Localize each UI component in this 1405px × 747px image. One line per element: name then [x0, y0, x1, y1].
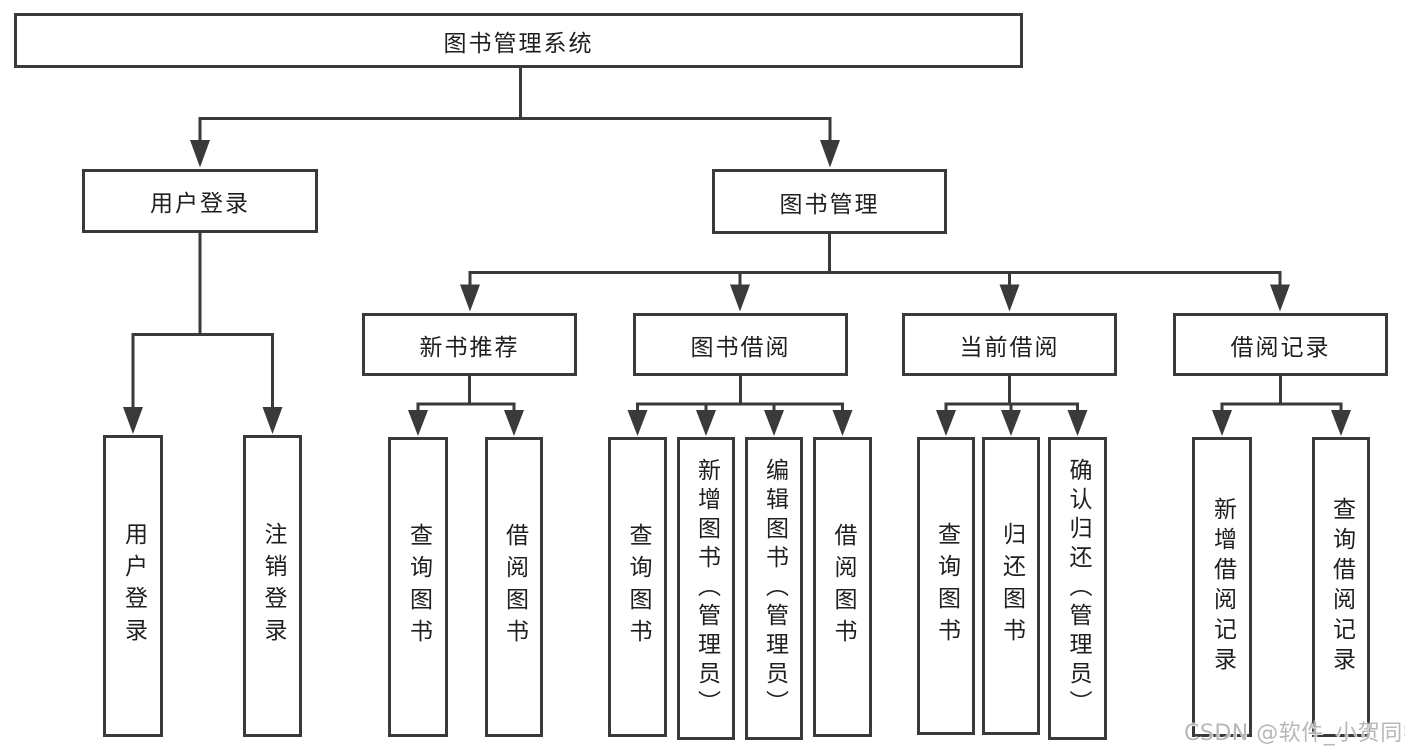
arrow-down-icon — [1212, 410, 1232, 436]
leaf-br-add: 新增借阅记录 — [1192, 437, 1252, 737]
arrow-down-icon — [460, 284, 480, 312]
node-book-borrow: 图书借阅 — [633, 313, 848, 376]
leaf-logout-label: 注销登录 — [260, 522, 286, 650]
leaf-bb-edit-label: 编辑图书（管理员） — [761, 458, 788, 719]
leaf-bb-query: 查询图书 — [608, 437, 667, 737]
leaf-cb-return: 归还图书 — [982, 437, 1040, 735]
leaf-user-login: 用户登录 — [103, 435, 163, 737]
arrow-down-icon — [627, 410, 648, 436]
leaf-nb-borrow: 借阅图书 — [485, 437, 543, 737]
connector-paths — [131, 65, 1343, 411]
arrowheads — [123, 140, 1351, 436]
arrow-down-icon — [764, 410, 784, 436]
node-user-login: 用户登录 — [82, 169, 318, 233]
arrow-down-icon — [1270, 284, 1290, 312]
leaf-cb-query: 查询图书 — [917, 437, 975, 735]
csdn-watermark: CSDN @软件_小贺同学 — [1184, 721, 1405, 746]
leaf-logout: 注销登录 — [243, 435, 302, 737]
arrow-down-icon — [832, 410, 853, 436]
arrow-down-icon — [504, 410, 524, 436]
leaf-br-query: 查询借阅记录 — [1312, 437, 1370, 737]
leaf-bb-borrow: 借阅图书 — [813, 437, 872, 737]
leaf-bb-add: 新增图书（管理员） — [677, 437, 735, 740]
arrow-down-icon — [820, 140, 840, 168]
arrow-down-icon — [123, 407, 143, 434]
arrow-down-icon — [1067, 410, 1088, 436]
node-new-book-rec-label: 新书推荐 — [419, 334, 520, 361]
leaf-bb-borrow-label: 借阅图书 — [830, 523, 856, 651]
leaf-cb-query-label: 查询图书 — [933, 522, 960, 650]
leaf-nb-query-label: 查询图书 — [405, 523, 432, 651]
leaf-cb-confirm: 确认归还（管理员） — [1048, 437, 1107, 740]
node-current-borrow-label: 当前借阅 — [959, 334, 1060, 361]
arrow-down-icon — [696, 410, 716, 436]
leaf-bb-add-label: 新增图书（管理员） — [693, 458, 720, 719]
node-new-book-rec: 新书推荐 — [362, 313, 577, 376]
leaf-bb-edit: 编辑图书（管理员） — [745, 437, 803, 740]
node-book-borrow-label: 图书借阅 — [690, 334, 791, 361]
arrow-down-icon — [936, 410, 956, 436]
leaf-cb-return-label: 归还图书 — [998, 522, 1025, 650]
arrow-down-icon — [999, 284, 1020, 312]
node-borrow-record-label: 借阅记录 — [1230, 334, 1331, 361]
leaf-bb-query-label: 查询图书 — [625, 523, 651, 651]
node-root-label: 图书管理系统 — [443, 30, 594, 57]
node-current-borrow: 当前借阅 — [902, 313, 1117, 376]
leaf-cb-confirm-label: 确认归还（管理员） — [1065, 458, 1091, 719]
leaf-nb-borrow-label: 借阅图书 — [501, 523, 528, 651]
leaf-user-login-label: 用户登录 — [120, 522, 147, 650]
leaf-br-add-label: 新增借阅记录 — [1209, 497, 1236, 677]
node-user-login-label: 用户登录 — [150, 191, 250, 217]
node-borrow-record: 借阅记录 — [1173, 313, 1388, 376]
node-book-manage-label: 图书管理 — [779, 191, 880, 218]
arrow-down-icon — [190, 140, 210, 168]
arrow-down-icon — [1001, 410, 1021, 436]
node-root: 图书管理系统 — [14, 13, 1023, 68]
arrow-down-icon — [262, 407, 283, 434]
leaf-nb-query: 查询图书 — [388, 437, 448, 737]
arrow-down-icon — [408, 410, 428, 436]
arrow-down-icon — [730, 284, 750, 312]
node-book-manage: 图书管理 — [712, 169, 947, 234]
arrow-down-icon — [1331, 410, 1351, 436]
leaf-br-query-label: 查询借阅记录 — [1328, 497, 1355, 677]
